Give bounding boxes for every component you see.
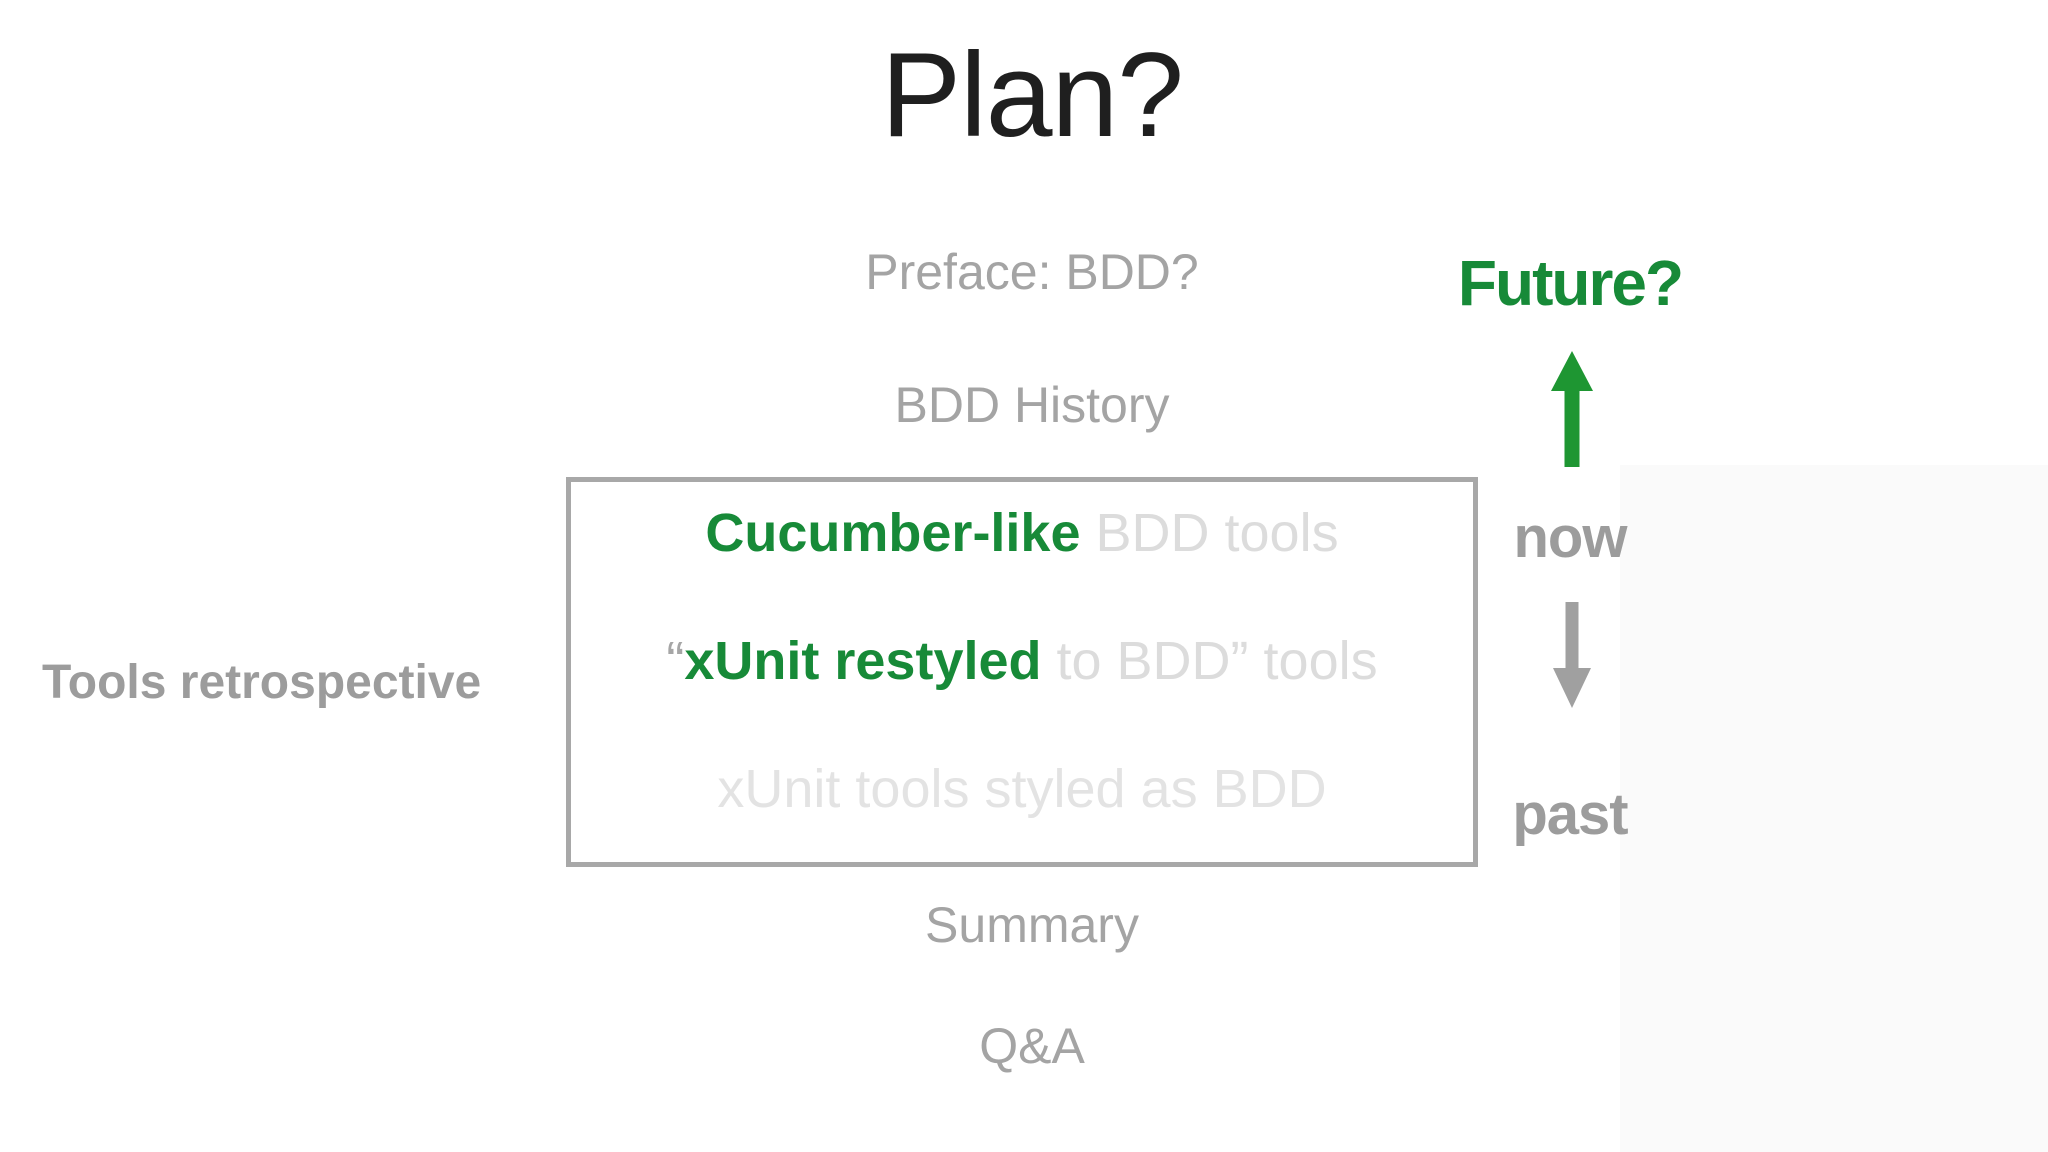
box-item-rest: BDD tools	[1080, 503, 1339, 563]
agenda-item-summary: Summary	[925, 897, 1139, 953]
timeline-past-label: past	[1512, 782, 1628, 847]
box-item-rest: xUnit tools styled as BDD	[717, 759, 1327, 819]
agenda-item-qa: Q&A	[979, 1018, 1085, 1074]
agenda-item-bdd-history: BDD History	[894, 377, 1170, 433]
right-shade-panel	[1620, 465, 2048, 1152]
arrow-down-icon	[1553, 602, 1591, 708]
box-item-highlight: xUnit restyled	[684, 631, 1042, 691]
timeline-future-label: Future?	[1457, 247, 1684, 319]
box-item-rest: to BDD” tools	[1041, 631, 1378, 691]
tools-retrospective-label: Tools retrospective	[42, 656, 482, 709]
tools-retrospective-box: Cucumber-like BDD tools “xUnit restyled …	[566, 477, 1478, 867]
slide-title: Plan?	[881, 28, 1184, 162]
timeline-now-label: now	[1513, 505, 1628, 570]
agenda-item-preface-bdd: Preface: BDD?	[865, 244, 1199, 300]
box-item-xunit-restyled-to-bdd-tools: “xUnit restyled to BDD” tools	[666, 630, 1377, 692]
box-item-cucumber-like-bdd-tools: Cucumber-like BDD tools	[705, 502, 1338, 564]
box-item-prefix: “	[666, 631, 685, 691]
box-item-highlight: Cucumber-like	[705, 503, 1081, 563]
arrow-up-icon	[1551, 351, 1593, 467]
box-item-xunit-tools-styled-as-bdd: xUnit tools styled as BDD	[717, 758, 1326, 820]
